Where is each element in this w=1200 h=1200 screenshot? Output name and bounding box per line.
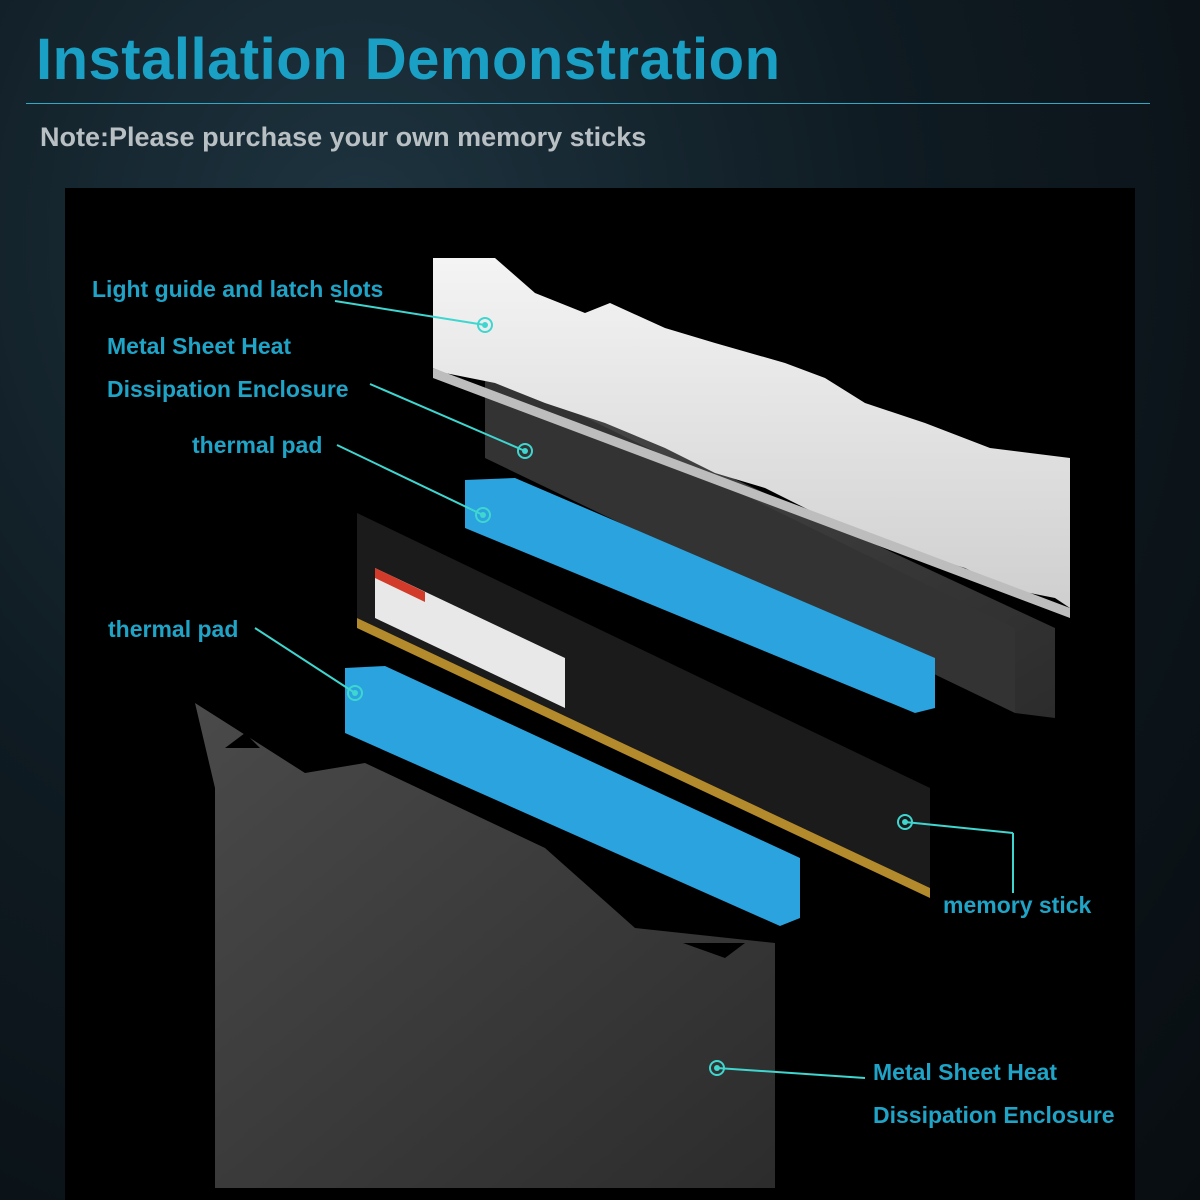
- light-guide: [433, 258, 1070, 618]
- exploded-diagram: [195, 258, 1070, 1188]
- label-thermal-pad-top: thermal pad: [192, 432, 323, 458]
- leader-lines: [254, 300, 1014, 1079]
- title-divider: [26, 103, 1150, 104]
- label-metal-sheet-bottom-line2: Dissipation Enclosure: [873, 1102, 1115, 1128]
- callout-dots: [347, 317, 913, 1076]
- memory-stick: [357, 513, 930, 1081]
- label-memory-stick: memory stick: [943, 892, 1092, 918]
- thermal-pad-top: [465, 478, 935, 713]
- label-light-guide: Light guide and latch slots: [92, 276, 384, 302]
- purchase-note: Note:Please purchase your own memory sti…: [40, 122, 647, 152]
- label-metal-sheet-bottom-line1: Metal Sheet Heat: [873, 1059, 1058, 1085]
- label-metal-sheet-top-line2: Dissipation Enclosure: [107, 376, 349, 402]
- label-metal-sheet-top-line1: Metal Sheet Heat: [107, 333, 292, 359]
- metal-sheet-back-body: [485, 368, 1015, 713]
- page-title: Installation Demonstration: [36, 27, 781, 92]
- exploded-diagram-panel: Light guide and latch slots Metal Sheet …: [65, 188, 1135, 1200]
- thermal-pad-bottom: [345, 666, 800, 926]
- metal-sheet-front: [195, 703, 775, 1188]
- label-thermal-pad-bottom: thermal pad: [108, 616, 239, 642]
